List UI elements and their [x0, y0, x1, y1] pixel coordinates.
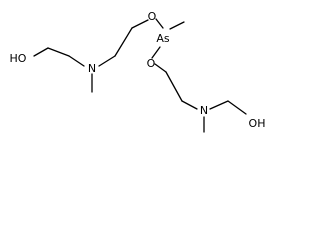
nitrogen-label-left: N: [88, 62, 96, 75]
atom-labels: HO N O As O N OH: [10, 10, 266, 130]
bond-c4-o-top: [131, 19, 149, 29]
bond-as-o-mid: [151, 46, 161, 59]
bond-n-right-c7: [209, 100, 229, 110]
hydroxyl-label-right: OH: [249, 117, 266, 130]
structure-diagram: HO N O As O N OH: [10, 10, 266, 133]
oxygen-label-top: O: [148, 10, 157, 23]
bond-n-left-c3: [98, 55, 116, 67]
bond-c3-c4: [114, 27, 133, 57]
oxygen-label-middle: O: [147, 57, 156, 70]
arsenic-label: As: [156, 32, 170, 45]
bond-c2-n-left: [68, 55, 85, 67]
bond-o-top-as: [155, 18, 164, 29]
bond-o-mid-c5: [154, 63, 167, 73]
bond-ho-c1: [33, 47, 49, 57]
hydroxyl-label-left: HO: [10, 52, 27, 65]
bond-c6-n-right: [181, 100, 198, 110]
bonds: [33, 18, 247, 133]
bond-c5-c6: [165, 71, 183, 102]
bond-c7-c8: [227, 100, 247, 115]
bond-c1-c2: [47, 47, 70, 57]
bond-as-methyl: [169, 21, 185, 30]
nitrogen-label-right: N: [200, 104, 208, 117]
